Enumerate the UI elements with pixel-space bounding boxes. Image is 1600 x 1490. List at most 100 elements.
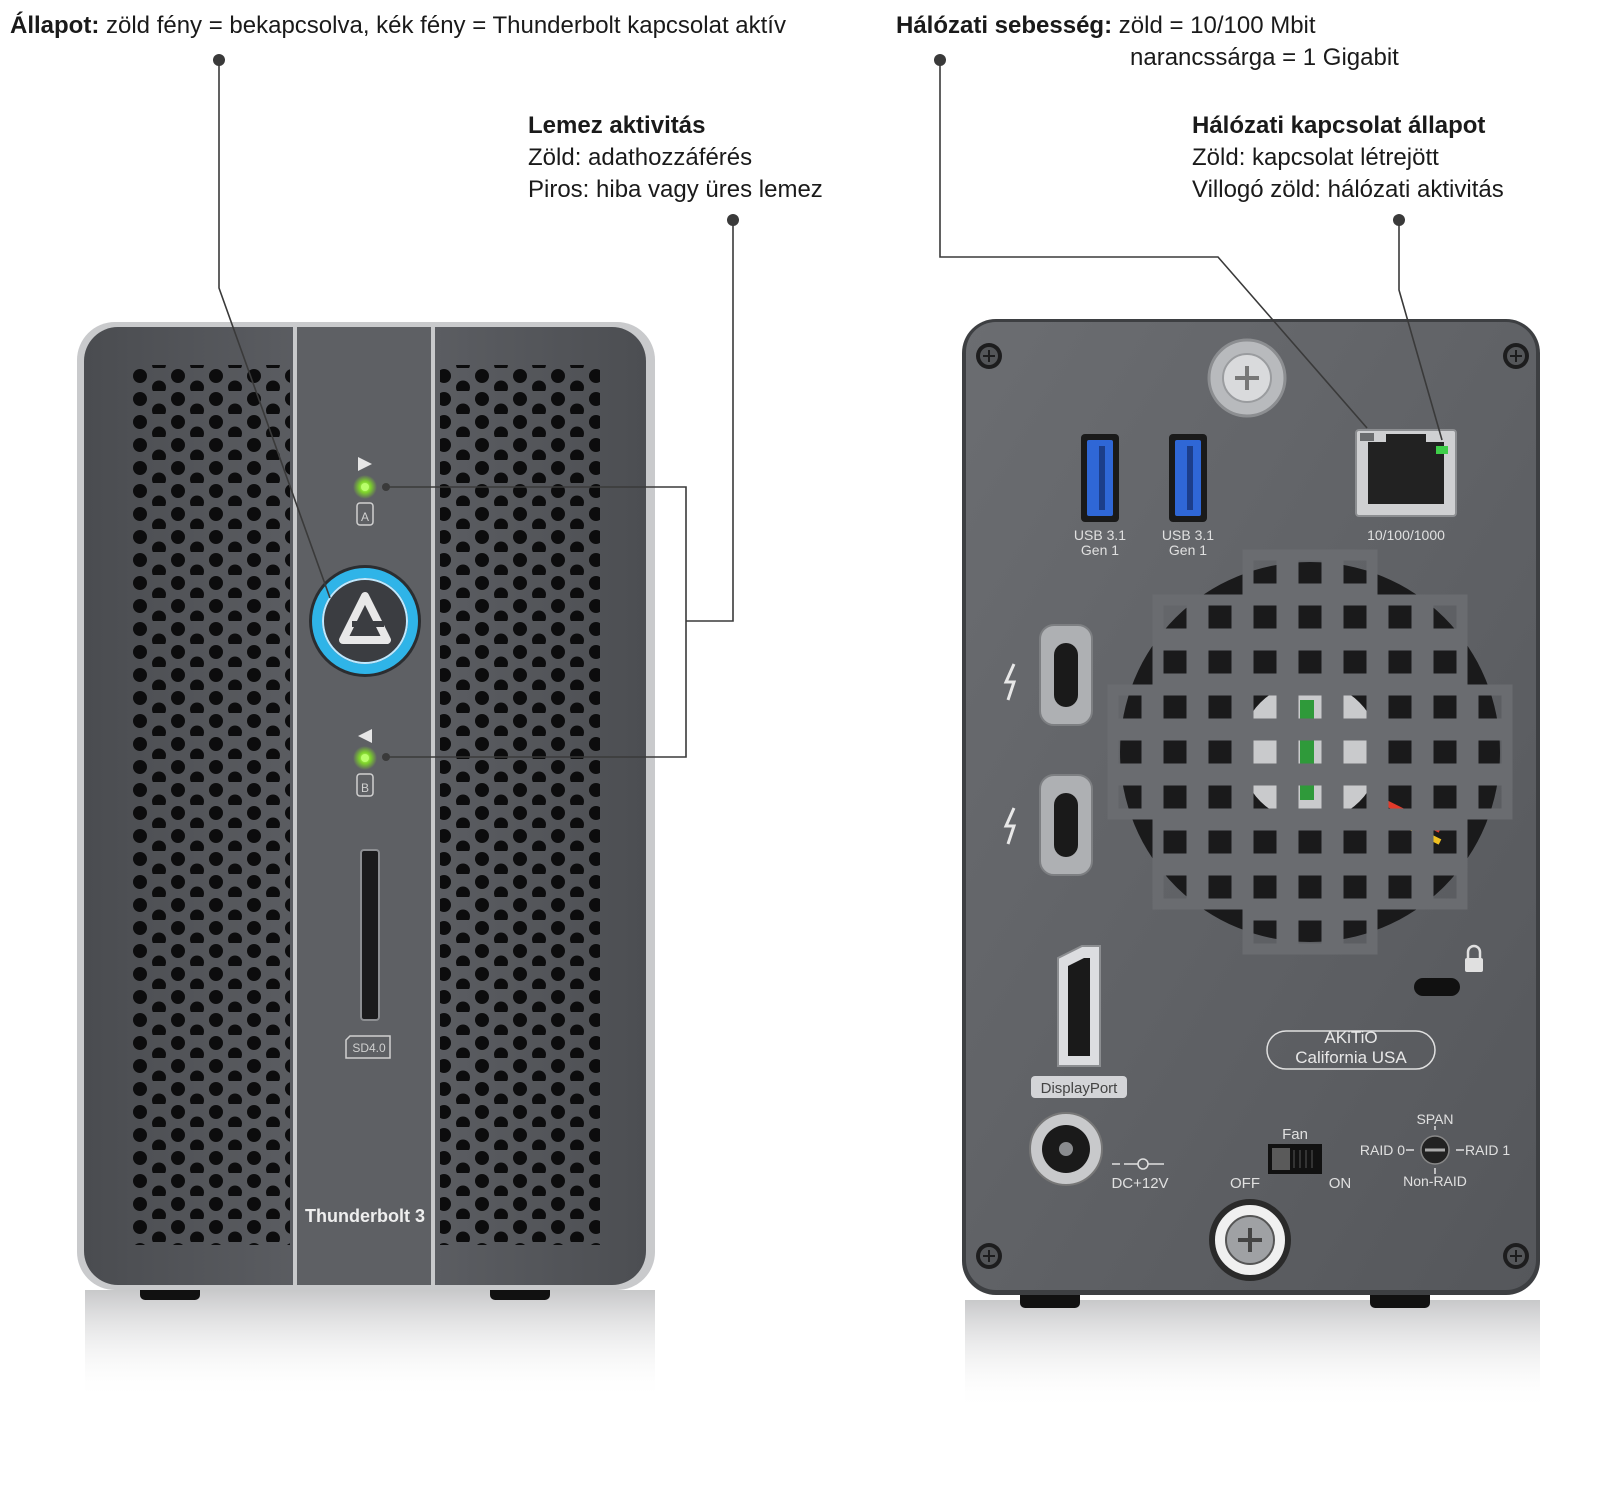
disk-b-icon: B (356, 773, 374, 797)
fan-grille-cell (1242, 594, 1288, 640)
fan-switch-title: Fan (1282, 1126, 1308, 1143)
raid-1-label: RAID 1 (1465, 1142, 1510, 1158)
thunderbolt-icon (1003, 807, 1017, 845)
fan-grille-cell (1242, 864, 1288, 910)
bay-b-callout-dot (382, 753, 390, 761)
disk-a-label: A (361, 510, 369, 524)
fan-grille (1107, 549, 1513, 955)
speed-callout-dot (934, 54, 946, 66)
fan-grille-cell (1332, 774, 1378, 820)
raid-mode-dial[interactable] (1406, 1126, 1464, 1174)
fan-grille-cell (1287, 639, 1333, 685)
network-link-title: Hálózati kapcsolat állapot (1192, 112, 1486, 139)
usb-2-label-line2: Gen 1 (1169, 542, 1207, 558)
fan-grille-cell (1467, 729, 1513, 775)
fan-grille-cell (1242, 909, 1288, 955)
rear-unit: USB 3.1 Gen 1 USB 3.1 Gen 1 10/100/1000 (962, 319, 1540, 1410)
power-button[interactable] (309, 565, 421, 677)
fan-grille-cell (1422, 864, 1468, 910)
fan-grille-cell (1242, 684, 1288, 730)
fan-grille-cell (1152, 684, 1198, 730)
status-caption-title: Állapot: (10, 12, 100, 39)
fan-grille-cell (1422, 819, 1468, 865)
raid-span-label: SPAN (1416, 1111, 1453, 1127)
fan-grille-cell (1152, 774, 1198, 820)
fan-grille-cell (1197, 774, 1243, 820)
thunderbolt-port-2[interactable] (1039, 774, 1093, 876)
play-icon (358, 457, 372, 471)
security-lock-slot[interactable] (1414, 978, 1460, 996)
fan-grille-cell (1197, 684, 1243, 730)
network-speed-line1: zöld = 10/100 Mbit (1118, 12, 1316, 39)
fan-grille-cell (1332, 909, 1378, 955)
speed-leader-line (939, 60, 1368, 429)
status-caption: Állapot: zöld fény = bekapcsolva, kék fé… (10, 10, 786, 42)
fan-grille-cell (1197, 594, 1243, 640)
fan-grille-cell (1332, 594, 1378, 640)
fan-switch[interactable] (1268, 1144, 1322, 1174)
disk-b-label: B (361, 781, 369, 795)
dc-power-jack[interactable] (1029, 1112, 1103, 1186)
network-speed-led (1360, 433, 1374, 441)
fan-grille-cell (1287, 864, 1333, 910)
sd-label: SD4.0 (352, 1041, 386, 1055)
ethernet-port[interactable] (1355, 429, 1457, 517)
network-speed-caption: Hálózati sebesség: zöld = 10/100 Mbit na… (896, 10, 1399, 74)
displayport-port[interactable] (1057, 945, 1101, 1067)
network-link-line1: Zöld: kapcsolat létrejött (1192, 144, 1439, 171)
disk-bracket-line (386, 486, 687, 758)
fan-grille-cell (1107, 684, 1153, 730)
fan-grille-cell (1287, 729, 1333, 775)
usb-port-1[interactable] (1081, 434, 1119, 522)
fan-grille-cell (1242, 819, 1288, 865)
fan-grille-cell (1332, 684, 1378, 730)
thumb-screw-bottom[interactable] (1209, 1199, 1291, 1281)
network-speed-title: Hálózati sebesség: (896, 12, 1113, 39)
fan-grille-cell (1467, 774, 1513, 820)
raid-0-label: RAID 0 (1360, 1142, 1405, 1158)
usb-1-label-line2: Gen 1 (1081, 542, 1119, 558)
fan-grille-cell (1422, 774, 1468, 820)
fan-grille-cell (1422, 594, 1468, 640)
left-vent-grille (130, 365, 290, 1245)
usb-1-label-line1: USB 3.1 (1074, 527, 1126, 543)
rewind-icon (358, 729, 372, 743)
fan-grille-cell (1197, 729, 1243, 775)
fan-grille-cell (1332, 729, 1378, 775)
fan-grille-cell (1152, 864, 1198, 910)
sd-card-slot[interactable] (360, 849, 380, 1021)
fan-grille-cell (1332, 549, 1378, 595)
front-reflection (85, 1290, 655, 1400)
akitio-badge: AKiTiO California USA (1266, 1028, 1436, 1070)
fan-grille-cell (1287, 684, 1333, 730)
disk-activity-caption: Lemez aktivitás Zöld: adathozzáférés Pir… (528, 110, 823, 206)
status-leader-line (218, 60, 331, 599)
disk-a-icon: A (356, 502, 374, 526)
fan-on-label: ON (1329, 1175, 1352, 1192)
fan-grille-cell (1377, 774, 1423, 820)
front-unit: A B SD4.0 Thunderbolt 3 (77, 322, 655, 1400)
disk-callout-dot (727, 214, 739, 226)
akitio-logo-icon (339, 592, 391, 644)
screw-icon (976, 343, 1002, 369)
fan-grille-cell (1107, 774, 1153, 820)
callout-lines (218, 60, 1443, 758)
fan-grille-cell (1152, 819, 1198, 865)
bay-a-led-core (361, 483, 369, 491)
fan-grille-cell (1422, 684, 1468, 730)
thumb-screw-top[interactable] (1207, 338, 1287, 418)
dc-label: DC+12V (1111, 1175, 1168, 1192)
fan-grille-cell (1242, 639, 1288, 685)
usb-port-2[interactable] (1169, 434, 1207, 522)
screw-icon (1503, 343, 1529, 369)
fan-off-label: OFF (1230, 1175, 1260, 1192)
thunderbolt-port-1[interactable] (1039, 624, 1093, 726)
fan-grille-cell (1197, 639, 1243, 685)
network-link-led (1436, 446, 1448, 454)
status-caption-text: zöld fény = bekapcsolva, kék fény = Thun… (106, 12, 786, 39)
fan-grille-cell (1467, 684, 1513, 730)
dc-polarity-icon (1112, 1158, 1164, 1170)
fan-grille-cell (1242, 549, 1288, 595)
ethernet-label: 10/100/1000 (1367, 527, 1445, 543)
